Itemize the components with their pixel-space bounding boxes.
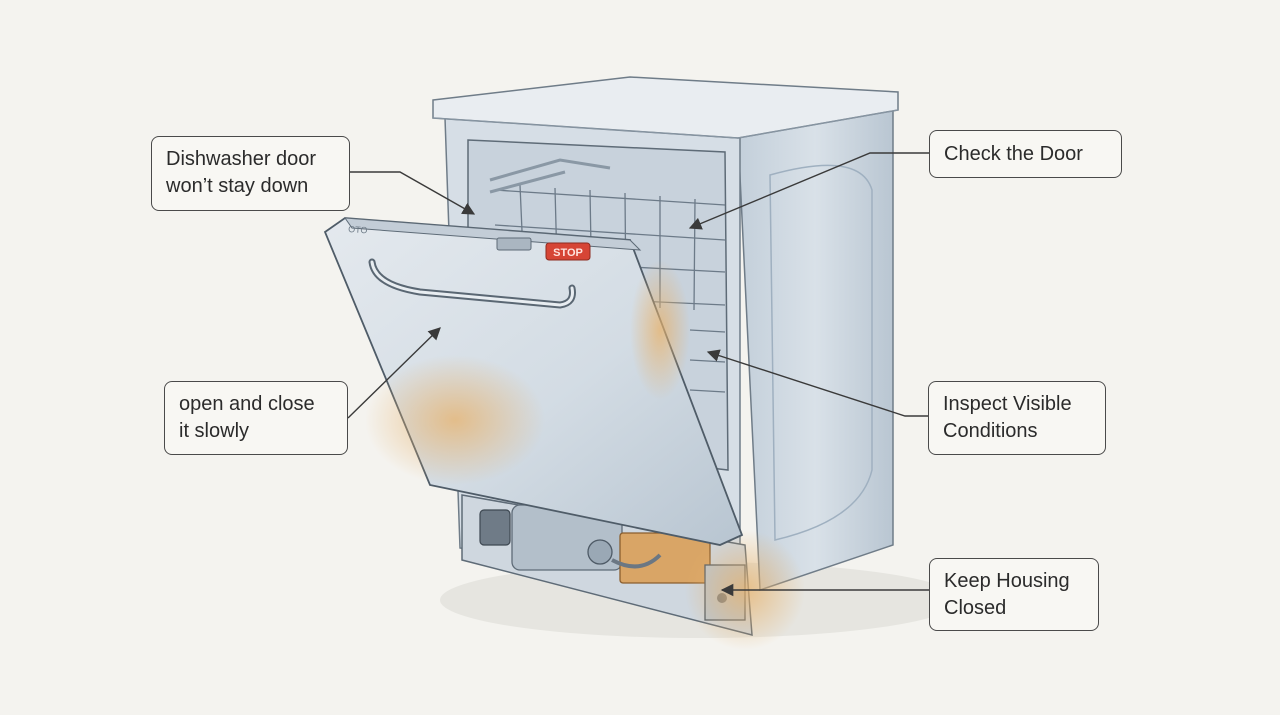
cabinet-side-panel [737, 109, 894, 592]
callout-check-door: Check the Door [929, 130, 1122, 178]
stop-badge-text: STOP [553, 247, 583, 259]
housing-clip-left [479, 509, 511, 546]
leader-inspect-visible [706, 349, 928, 417]
leader-open-close [347, 327, 441, 419]
callout-line: Dishwasher door [166, 148, 317, 170]
callout-line: Inspect Visible [943, 393, 1072, 415]
callout-keep-housing: Keep Housing Closed [929, 558, 1099, 631]
brand-logo: OTO [348, 224, 368, 235]
callout-line: Conditions [943, 420, 1038, 442]
stop-badge [545, 242, 591, 261]
leader-check-door [688, 152, 929, 230]
callout-line: Keep Housing [944, 570, 1070, 592]
callout-open-close-slowly: open and close it slowly [164, 381, 348, 455]
leader-door-stay-down [350, 171, 476, 215]
callout-line: won’t stay down [166, 175, 309, 197]
callout-line: open and close [179, 393, 315, 415]
callout-inspect-visible: Inspect Visible Conditions [928, 381, 1106, 455]
side-panel-emboss [769, 164, 873, 541]
callout-line: Closed [944, 597, 1007, 619]
callout-line: it slowly [179, 420, 250, 442]
callout-door-wont-stay-down: Dishwasher door won’t stay down [151, 136, 350, 211]
callout-line: Check the Door [944, 143, 1083, 165]
control-display [496, 237, 532, 251]
valve-fitting [587, 539, 613, 565]
